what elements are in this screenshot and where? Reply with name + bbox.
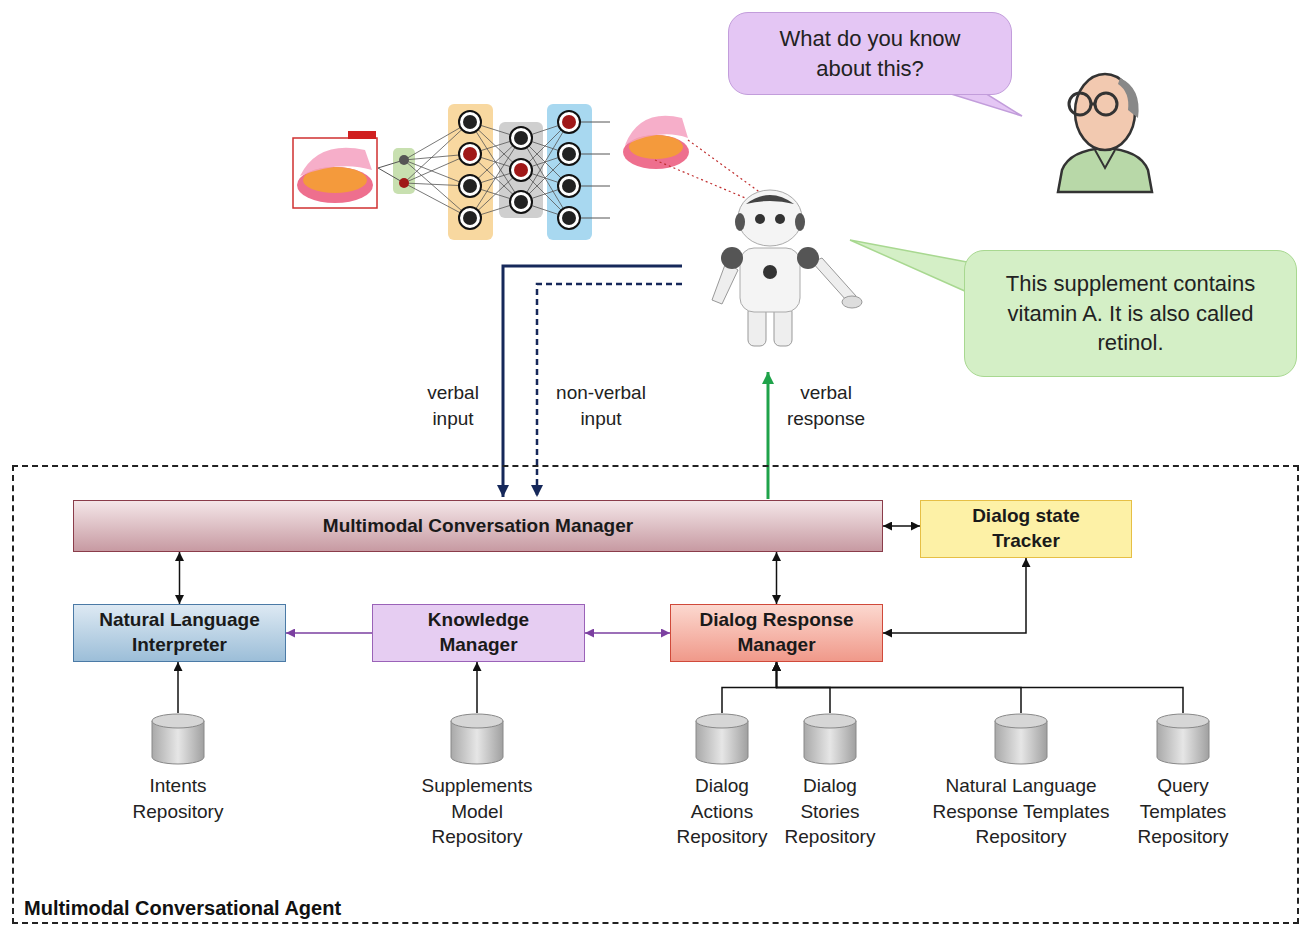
nn-neuron-core <box>514 131 528 145</box>
database-cylinder: Supplements Model Repository <box>418 713 536 850</box>
box-label: Multimodal Conversation Manager <box>323 514 633 539</box>
cylinder-shape <box>694 713 750 765</box>
nn-neuron <box>399 155 409 165</box>
layer-band <box>448 104 493 240</box>
response-box: Dialog Response Manager <box>670 604 883 662</box>
nn-neuron-core <box>562 211 576 225</box>
database-cylinder: Dialog Stories Repository <box>780 713 880 850</box>
box-label: Knowledge Manager <box>414 608 544 657</box>
nn-neuron <box>399 178 409 188</box>
pill-image-detected <box>623 116 776 205</box>
connector <box>179 552 181 604</box>
line-label: verbal response <box>781 380 871 431</box>
box-label: Dialog state Tracker <box>956 504 1096 553</box>
cylinder-top <box>152 714 204 728</box>
tracker-box: Dialog state Tracker <box>920 500 1132 558</box>
repository-label: Dialog Stories Repository <box>780 773 880 850</box>
layer-band <box>547 104 592 240</box>
database-cylinder: Intents Repository <box>122 713 234 824</box>
nn-neuron-core <box>562 179 576 193</box>
connector <box>476 662 478 713</box>
nn-neuron-core <box>514 163 528 177</box>
connector <box>776 552 778 604</box>
connector <box>883 558 1026 633</box>
agent-boundary: Multimodal Conversational Agent Multimoda… <box>12 465 1299 924</box>
nn-neuron-core <box>463 147 477 161</box>
speech-bubble: This supplement contains vitamin A. It i… <box>964 250 1297 377</box>
connector <box>883 525 920 527</box>
nn-neuron <box>459 111 481 133</box>
neural-network <box>378 104 610 240</box>
nn-neuron <box>510 191 532 213</box>
nn-neuron <box>558 207 580 229</box>
repository-label: Query Templates Repository <box>1133 773 1233 850</box>
nn-neuron <box>510 159 532 181</box>
connector <box>286 632 372 634</box>
cylinder-top <box>696 714 748 728</box>
pill-image <box>293 131 377 208</box>
line-label: non-verbal input <box>546 380 656 431</box>
box-label: Dialog Response Manager <box>682 608 872 657</box>
nn-neuron <box>459 175 481 197</box>
repository-label: Supplements Model Repository <box>418 773 536 850</box>
interpreter-box: Natural Language Interpreter <box>73 604 286 662</box>
speech-bubble: What do you know about this? <box>728 12 1012 95</box>
cylinder-shape <box>150 713 206 765</box>
nn-neuron-core <box>463 211 477 225</box>
nn-neuron <box>459 143 481 165</box>
cylinder-top <box>1157 714 1209 728</box>
nn-neuron <box>510 127 532 149</box>
bubble-text: What do you know about this? <box>750 24 990 83</box>
connector <box>722 662 777 713</box>
nn-neuron-core <box>514 195 528 209</box>
boundary-heading: Multimodal Conversational Agent <box>24 897 341 920</box>
line-label: verbal input <box>413 380 493 431</box>
nn-neuron-core <box>463 179 477 193</box>
connector <box>777 662 1184 713</box>
cylinder-shape <box>1155 713 1211 765</box>
box-label: Natural Language Interpreter <box>85 608 275 657</box>
layer-band <box>499 122 543 218</box>
nn-neuron <box>558 111 580 133</box>
cylinder-top <box>995 714 1047 728</box>
cylinder-shape <box>449 713 505 765</box>
repository-label: Natural Language Response Templates Repo… <box>925 773 1117 850</box>
nn-neuron-core <box>562 147 576 161</box>
cylinder-shape <box>802 713 858 765</box>
manager-box: Multimodal Conversation Manager <box>73 500 883 552</box>
cylinder-top <box>451 714 503 728</box>
bubble-text: This supplement contains vitamin A. It i… <box>981 269 1281 358</box>
nn-neuron-core <box>463 115 477 129</box>
repository-label: Dialog Actions Repository <box>672 773 772 850</box>
database-cylinder: Dialog Actions Repository <box>672 713 772 850</box>
person-icon <box>1058 74 1152 192</box>
connector <box>585 632 670 634</box>
repository-label: Intents Repository <box>122 773 234 824</box>
nn-neuron <box>459 207 481 229</box>
nn-neuron <box>558 175 580 197</box>
connector <box>177 662 179 713</box>
robot <box>712 190 862 346</box>
nn-neuron <box>558 143 580 165</box>
cylinder-top <box>804 714 856 728</box>
database-cylinder: Query Templates Repository <box>1133 713 1233 850</box>
knowledge-box: Knowledge Manager <box>372 604 585 662</box>
nn-neuron-core <box>562 115 576 129</box>
database-cylinder: Natural Language Response Templates Repo… <box>925 713 1117 850</box>
cylinder-shape <box>993 713 1049 765</box>
